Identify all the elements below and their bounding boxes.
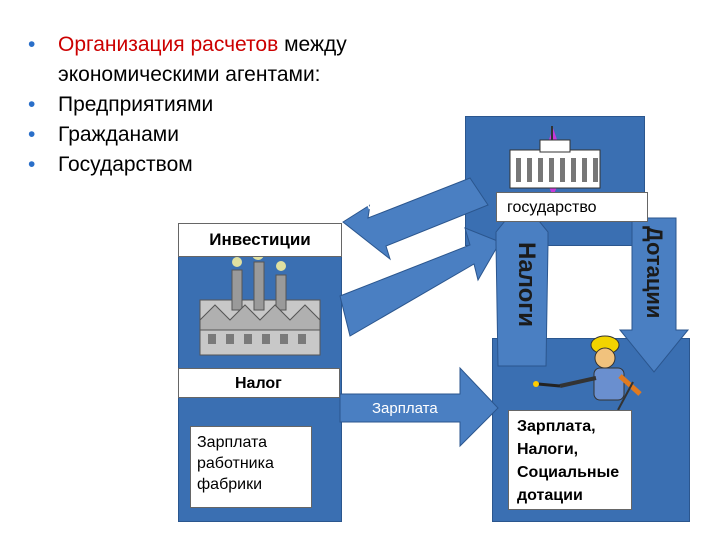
investments-arrow-shape bbox=[342, 177, 489, 261]
citizen-line: дотации bbox=[517, 487, 583, 504]
bullet-item-3: • Гражданами bbox=[28, 120, 428, 150]
bullet-dot: • bbox=[28, 123, 36, 146]
bullet-list: • Организация расчетов между экономическ… bbox=[28, 30, 428, 180]
tax-box-label: Налог bbox=[235, 375, 282, 392]
citizen-line: Зарплата, bbox=[517, 418, 596, 435]
subsidies-vertical-text: Дотации bbox=[642, 226, 667, 319]
taxes-vertical-text: Налоги bbox=[513, 242, 540, 328]
investments-box-label: Инвестиции bbox=[209, 230, 311, 249]
salary-arrow-label: Зарплата bbox=[372, 400, 438, 417]
bullet-item-1-text: между bbox=[278, 33, 347, 56]
worker-pay-box: Зарплата работника фабрики bbox=[190, 426, 312, 508]
investments-box: Инвестиции bbox=[178, 223, 342, 257]
salary-arrow bbox=[339, 366, 499, 448]
bullet-item-4: • Государством bbox=[28, 150, 428, 180]
taxes-diagonal-arrow bbox=[339, 227, 501, 337]
worker-pay-line: фабрики bbox=[197, 476, 262, 493]
bullet-item-4-text: Государством bbox=[58, 153, 193, 176]
bullet-dot: • bbox=[28, 93, 36, 116]
citizen-line: Налоги, bbox=[517, 441, 579, 458]
taxes-vertical-arrow bbox=[495, 199, 549, 367]
state-box-label: государство bbox=[507, 199, 597, 216]
worker-icon bbox=[533, 335, 642, 411]
citizen-line: Социальные bbox=[517, 464, 620, 481]
bullet-dot: • bbox=[28, 153, 36, 176]
tax-box: Налог bbox=[178, 368, 340, 398]
bullet-item-2-text: Предприятиями bbox=[58, 93, 214, 116]
bullet-item-1-highlight: Организация расчетов bbox=[58, 33, 279, 56]
bullet-item-2: • Предприятиями bbox=[28, 90, 428, 120]
state-box: государство bbox=[496, 192, 648, 222]
worker-pay-line: Зарплата bbox=[197, 434, 268, 451]
subsidies-vertical-arrow bbox=[618, 217, 690, 373]
factory-icon bbox=[199, 242, 321, 356]
taxes-vertical-label: Налоги bbox=[512, 242, 540, 327]
government-building-icon bbox=[509, 126, 601, 196]
citizen-box: Зарплата, Налоги, Социальные дотации bbox=[508, 410, 632, 510]
bullet-item-1: • Организация расчетов между экономическ… bbox=[28, 30, 428, 90]
salary-arrow-text: Зарплата bbox=[372, 400, 438, 417]
subsidies-vertical-label: Дотации bbox=[641, 226, 667, 318]
bullet-item-1-line2: экономическими агентами: bbox=[58, 63, 321, 86]
bullet-item-3-text: Гражданами bbox=[58, 123, 179, 146]
worker-pay-line: работника bbox=[197, 455, 274, 472]
bullet-dot: • bbox=[28, 33, 36, 56]
